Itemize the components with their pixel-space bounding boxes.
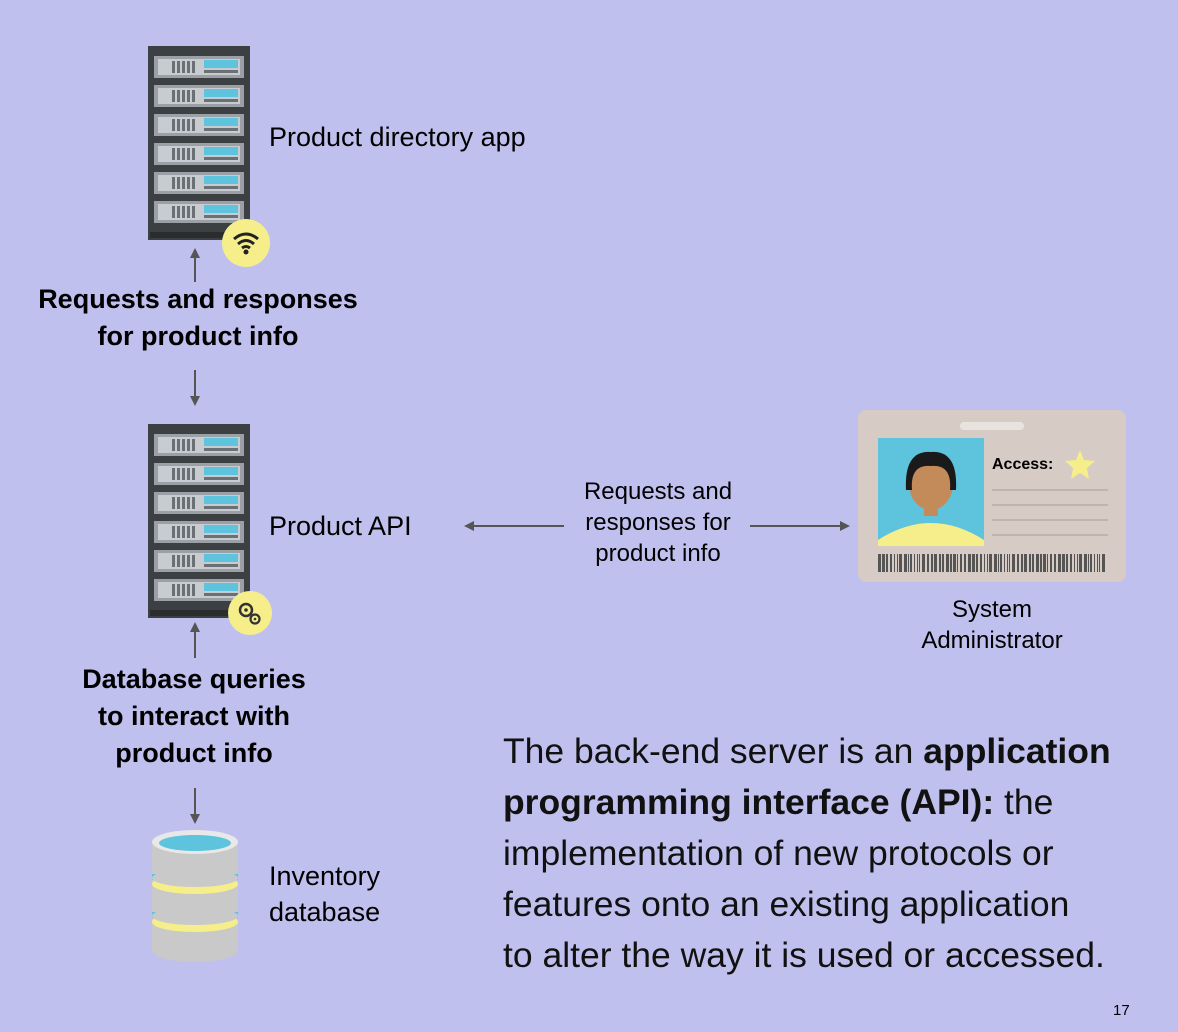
system-administrator-line2: Administrator bbox=[921, 627, 1063, 654]
app-api-edge-line1: Requests and responses bbox=[38, 284, 358, 314]
app-api-edge-line2: for product info bbox=[97, 321, 299, 351]
api-admin-edge-line2: responses for bbox=[585, 509, 731, 536]
inventory-database-line1: Inventory bbox=[269, 861, 381, 891]
server-unit bbox=[154, 143, 244, 165]
product-directory-app-label: Product directory app bbox=[269, 122, 526, 152]
paragraph-line3: implementation of new protocols or bbox=[503, 833, 1054, 873]
server-unit bbox=[154, 114, 244, 136]
server-unit bbox=[154, 463, 244, 485]
database-icon bbox=[152, 830, 238, 962]
product-api-label: Product API bbox=[269, 511, 412, 541]
arrow-to-app bbox=[190, 248, 200, 282]
paragraph-bold2: programming interface (API): bbox=[503, 782, 995, 822]
inventory-database-line2: database bbox=[269, 897, 381, 927]
api-admin-edge-label: Requests and responses for product info bbox=[556, 476, 760, 569]
arrow-api-admin-right bbox=[750, 521, 850, 531]
gears-icon bbox=[228, 591, 272, 635]
api-db-edge-line2: to interact with bbox=[97, 701, 290, 731]
arrow-to-api bbox=[190, 370, 200, 406]
paragraph-bold1: application bbox=[923, 731, 1111, 771]
server-unit bbox=[154, 579, 244, 601]
id-badge-graphic bbox=[858, 410, 1126, 582]
server-unit bbox=[154, 550, 244, 572]
arrow-to-database bbox=[190, 788, 200, 824]
arrow-api-admin-left bbox=[464, 521, 564, 531]
api-db-edge-label: Database queries to interact with produc… bbox=[44, 663, 344, 769]
product-api-server-icon bbox=[148, 424, 250, 618]
api-db-edge-line1: Database queries bbox=[82, 664, 306, 694]
server-unit bbox=[154, 521, 244, 543]
paragraph-part1: The back-end server is an bbox=[503, 731, 924, 771]
api-admin-edge-line3: product info bbox=[595, 540, 721, 567]
api-admin-edge-line1: Requests and bbox=[583, 478, 733, 505]
server-unit bbox=[154, 56, 244, 78]
id-badge-icon: Access: bbox=[858, 410, 1126, 582]
paragraph-part2: the bbox=[994, 782, 1054, 822]
access-label: Access: bbox=[992, 456, 1054, 473]
product-directory-server-icon bbox=[148, 46, 250, 240]
app-api-edge-label: Requests and responses for product info bbox=[0, 283, 396, 352]
server-unit bbox=[154, 172, 244, 194]
system-administrator-line1: System bbox=[951, 596, 1032, 623]
page-number: 17 bbox=[1113, 1002, 1130, 1019]
paragraph-line2: programming interface (API): the bbox=[503, 777, 1163, 828]
api-definition-paragraph: The back-end server is an application pr… bbox=[503, 726, 1163, 981]
paragraph-line1: The back-end server is an application bbox=[503, 726, 1163, 777]
paragraph-line5: to alter the way it is used or accessed. bbox=[503, 935, 1105, 975]
paragraph-line4: features onto an existing application bbox=[503, 884, 1070, 924]
arrow-db-to-api bbox=[190, 622, 200, 658]
server-unit bbox=[154, 492, 244, 514]
inventory-database-label: Inventory database bbox=[269, 860, 380, 928]
server-unit bbox=[154, 201, 244, 223]
server-unit bbox=[154, 434, 244, 456]
api-db-edge-line3: product info bbox=[115, 738, 273, 768]
system-administrator-label: System Administrator bbox=[892, 594, 1092, 656]
server-unit bbox=[154, 85, 244, 107]
wifi-icon bbox=[222, 219, 270, 267]
